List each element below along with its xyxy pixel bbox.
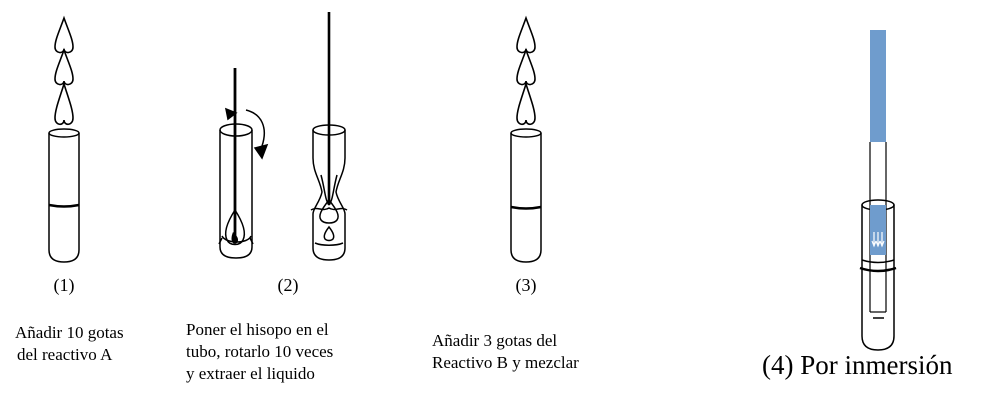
step1-illustration: [48, 15, 80, 263]
rotate-arrow: [245, 109, 266, 147]
step3-caption: Añadir 3 gotas del Reactivo B y mezclar: [432, 330, 579, 374]
step1-caption: Añadir 10 gotas del reactivo A: [15, 322, 124, 366]
step1-drops: [54, 15, 74, 126]
swab-tip: [224, 208, 246, 246]
step4-caption: (4) Por inmersión: [762, 350, 953, 380]
step2-caption-line3: y extraer el liquido: [186, 364, 315, 383]
step3-number: (3): [515, 275, 537, 295]
step1-caption-line2: del reactivo A: [17, 345, 113, 364]
step2-caption-line1: Poner el hisopo en el: [186, 320, 329, 339]
step1-caption-line1: Añadir 10 gotas: [15, 323, 124, 342]
test-strip: [869, 30, 887, 313]
step4-illustration: [859, 30, 897, 351]
step2-caption: Poner el hisopo en el tubo, rotarlo 10 v…: [186, 319, 333, 385]
step3-caption-line1: Añadir 3 gotas del: [432, 331, 558, 350]
step3-drops: [516, 15, 536, 126]
step1-number: (1): [53, 275, 75, 295]
step3-illustration: [510, 15, 542, 263]
step2-caption-line2: tubo, rotarlo 10 veces: [186, 342, 334, 361]
step1-tube: [48, 128, 80, 263]
step2-tube-squeeze: [310, 12, 348, 261]
step3-caption-line2: Reactivo B y mezclar: [432, 353, 579, 372]
step2-number: (2): [277, 275, 299, 295]
step2-tube-rotate: [218, 68, 269, 259]
step3-tube: [510, 128, 542, 263]
step4-tube: [859, 199, 897, 351]
step2-illustration: [218, 12, 348, 261]
